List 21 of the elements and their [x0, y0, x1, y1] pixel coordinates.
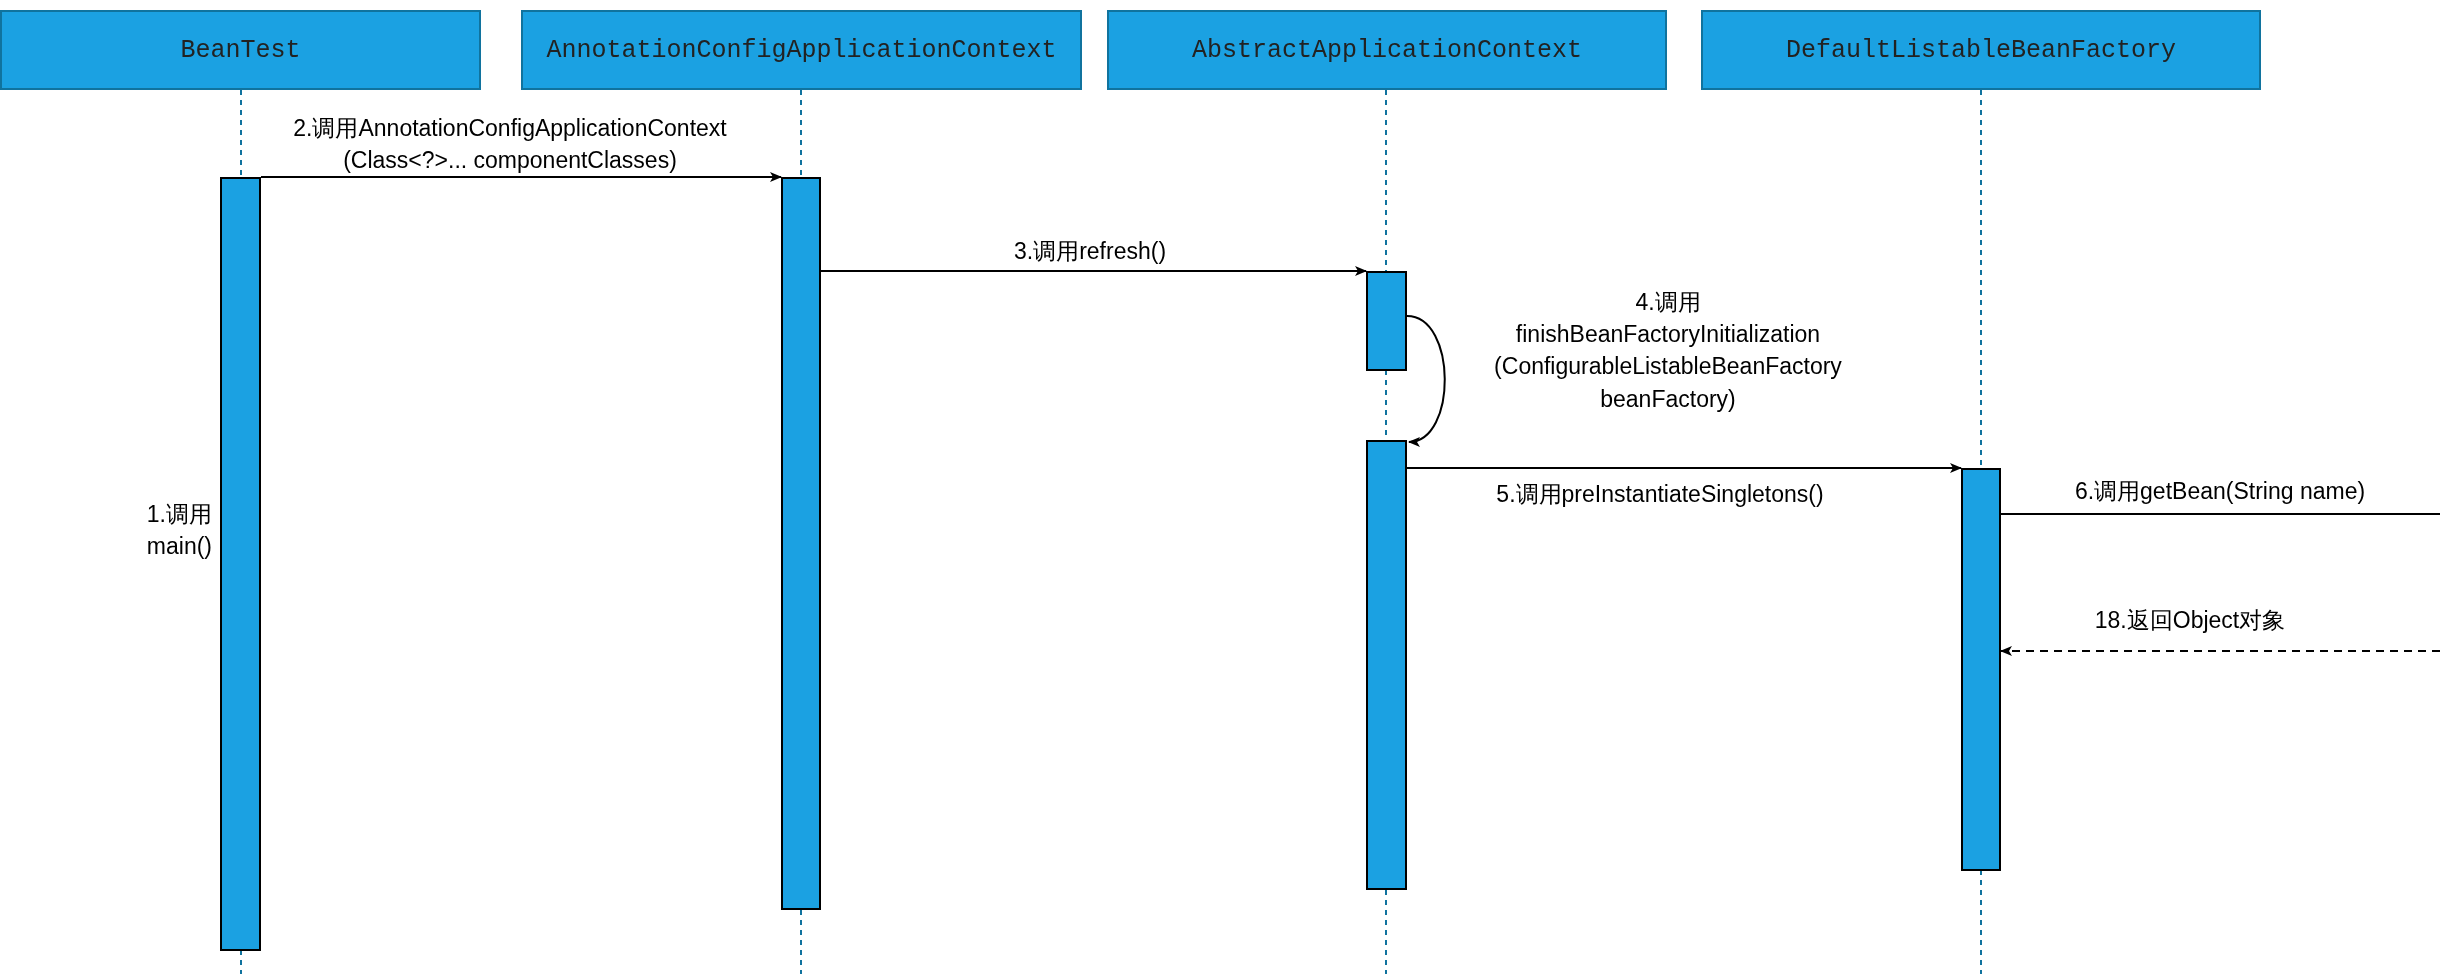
lifeline-header: BeanTest — [0, 10, 481, 90]
lifeline-header: AbstractApplicationContext — [1107, 10, 1667, 90]
message-arrow — [1406, 463, 1962, 473]
dashed-return-arrow — [2000, 646, 2440, 656]
message-arrow — [820, 266, 1367, 276]
activation-bar — [1961, 468, 2001, 871]
edge-label: 4.调用 finishBeanFactoryInitialization (ConfigurableListableBeanFactory beanFactory) — [1493, 288, 1843, 414]
message-arrow — [260, 172, 782, 182]
activation-bar — [220, 177, 261, 951]
edge-label: 2.调用AnnotationConfigApplicationContext (Class<?>... componentClasses) — [292, 114, 728, 176]
edge-label: 6.调用getBean(String name) — [2073, 477, 2367, 506]
message-arrow — [1406, 315, 1446, 445]
activation-bar — [1366, 271, 1407, 371]
edge-label: 18.返回Object对象 — [2093, 606, 2287, 635]
edge-label: 5.调用preInstantiateSingletons() — [1495, 480, 1825, 509]
lifeline-header: DefaultListableBeanFactory — [1701, 10, 2261, 90]
lifeline-header: AnnotationConfigApplicationContext — [521, 10, 1082, 90]
activation-bar — [781, 177, 821, 910]
activation-bar — [1366, 440, 1407, 890]
edge-label: 3.调用refresh() — [1012, 237, 1168, 266]
message-label: 1.调用 main() — [145, 500, 212, 562]
